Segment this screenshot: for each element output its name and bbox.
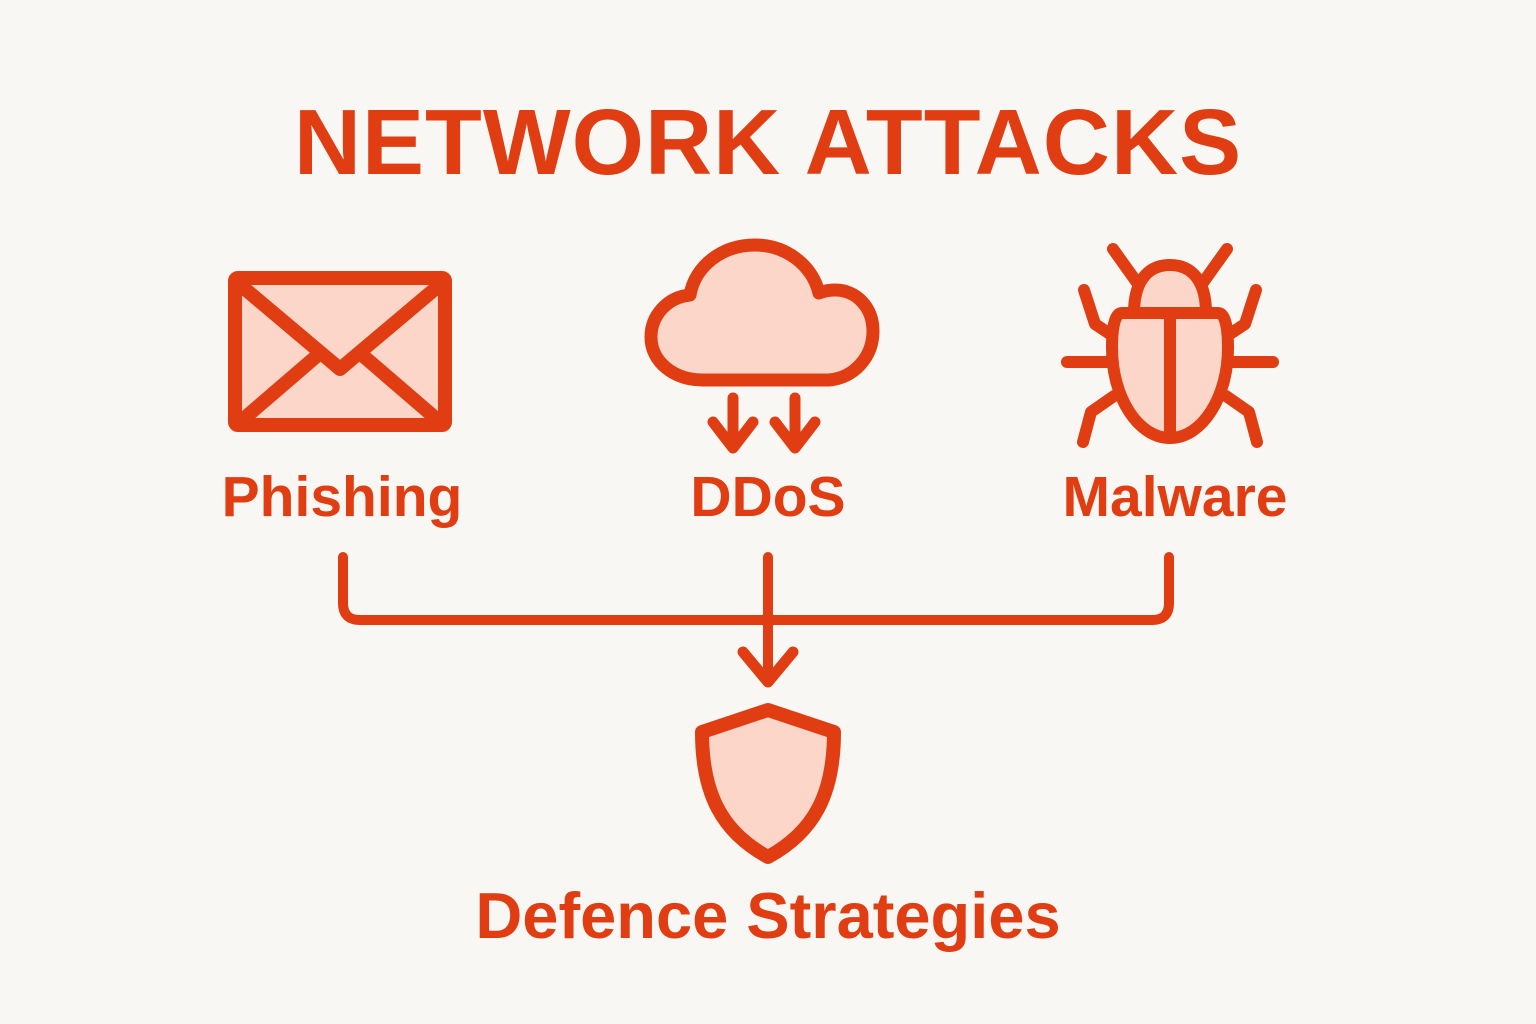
- envelope-icon: [228, 271, 452, 432]
- label-ddos: DDoS: [690, 465, 846, 529]
- page-title: NETWORK ATTACKS: [293, 90, 1243, 194]
- bug-icon: [1061, 243, 1279, 448]
- cloud-download-icon: [644, 238, 880, 454]
- double-down-arrows: [707, 392, 821, 454]
- label-defence-strategies: Defence Strategies: [475, 879, 1061, 952]
- label-phishing: Phishing: [221, 465, 463, 529]
- shield-icon: [695, 703, 841, 864]
- connector-lines: [338, 552, 1174, 688]
- arrowhead-down: [737, 646, 799, 688]
- label-malware: Malware: [1062, 465, 1288, 529]
